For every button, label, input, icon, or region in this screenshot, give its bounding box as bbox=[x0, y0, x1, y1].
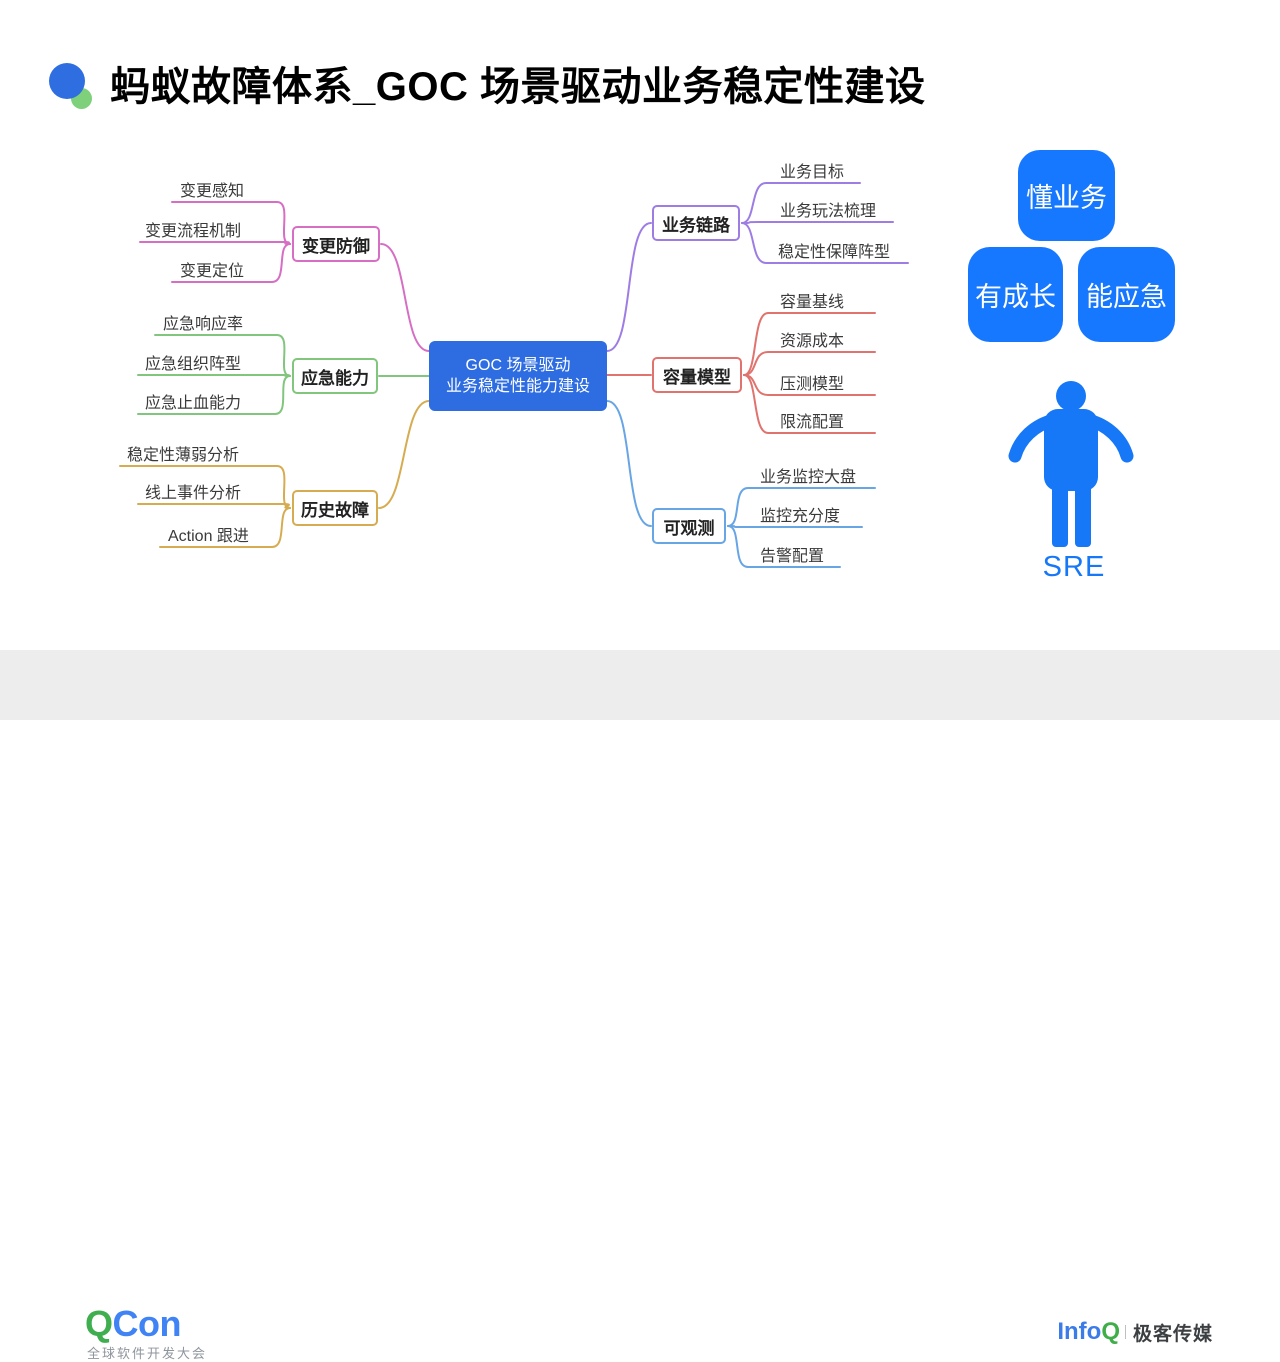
infoq-logo-q: Q bbox=[1101, 1318, 1120, 1345]
mindmap-child-emergency-capability-2: 应急止血能力 bbox=[145, 395, 242, 412]
mindmap-child-business-link-0: 业务目标 bbox=[780, 164, 845, 181]
infoq-media-label: 极客传媒 bbox=[1132, 1323, 1213, 1345]
mindmap-child-historical-faults-0: 稳定性薄弱分析 bbox=[127, 447, 240, 464]
mindmap-child-capacity-model-2: 压测模型 bbox=[780, 376, 845, 393]
mindmap-child-change-defense-1: 变更流程机制 bbox=[145, 223, 242, 240]
qcon-subtitle: 全球软件开发大会 bbox=[87, 1346, 208, 1361]
qcon-logo: QCon bbox=[85, 1303, 182, 1345]
qcon-logo-q: Q bbox=[85, 1303, 113, 1344]
mindmap-branch-emergency-capability: 应急能力 bbox=[292, 358, 378, 394]
mindmap-branch-historical-faults: 历史故障 bbox=[292, 490, 378, 526]
mindmap-child-emergency-capability-0: 应急响应率 bbox=[163, 316, 244, 333]
connector-emergency-capability-1 bbox=[137, 374, 291, 377]
title-bullet-blue-circle-icon bbox=[49, 63, 85, 99]
qcon-logo-con: Con bbox=[112, 1303, 182, 1344]
mindmap-child-capacity-model-1: 资源成本 bbox=[780, 333, 845, 350]
connector-trunk-change-defense bbox=[380, 243, 430, 352]
connector-trunk-business-link bbox=[606, 222, 652, 352]
sre-tag-understand-business: 懂业务 bbox=[1018, 150, 1115, 241]
page-title: 蚂蚁故障体系_GOC 场景驱动业务稳定性建设 bbox=[110, 65, 926, 109]
mindmap-child-change-defense-0: 变更感知 bbox=[180, 183, 245, 200]
mindmap-child-capacity-model-3: 限流配置 bbox=[780, 414, 845, 431]
sre-tag-emergency: 能应急 bbox=[1078, 247, 1175, 342]
mindmap-child-capacity-model-0: 容量基线 bbox=[780, 294, 845, 311]
mindmap-child-business-link-1: 业务玩法梳理 bbox=[780, 203, 877, 220]
connector-business-link-1 bbox=[741, 221, 894, 224]
mindmap-branch-capacity-model: 容量模型 bbox=[652, 357, 742, 393]
mindmap-child-change-defense-2: 变更定位 bbox=[180, 263, 245, 280]
mindmap-branch-change-defense: 变更防御 bbox=[292, 226, 380, 262]
mindmap-child-historical-faults-1: 线上事件分析 bbox=[145, 485, 242, 502]
mindmap-child-observability-0: 业务监控大盘 bbox=[760, 469, 857, 486]
connector-trunk-historical-faults bbox=[378, 400, 430, 509]
root-node-line2: 业务稳定性能力建设 bbox=[445, 377, 590, 395]
sre-label: SRE bbox=[1042, 551, 1106, 583]
infoq-divider bbox=[1124, 1325, 1126, 1339]
sre-tag-growth: 有成长 bbox=[968, 247, 1063, 342]
connector-change-defense-1 bbox=[139, 241, 291, 245]
connector-trunk-observability bbox=[606, 400, 652, 527]
mindmap-child-observability-2: 告警配置 bbox=[760, 548, 825, 565]
root-node-line1: GOC 场景驱动 bbox=[465, 356, 571, 374]
mindmap-branch-business-link: 业务链路 bbox=[652, 205, 740, 241]
person-open-arms-icon bbox=[1008, 381, 1134, 547]
mindmap-root-node: GOC 场景驱动 业务稳定性能力建设 bbox=[429, 341, 607, 411]
mindmap-branch-observability: 可观测 bbox=[652, 508, 726, 544]
connector-observability-1 bbox=[727, 525, 863, 528]
infoq-logo-info: Info bbox=[1057, 1318, 1102, 1345]
mindmap-child-observability-1: 监控充分度 bbox=[760, 508, 841, 525]
mindmap-child-business-link-2: 稳定性保障阵型 bbox=[778, 244, 891, 261]
mindmap-child-emergency-capability-1: 应急组织阵型 bbox=[145, 356, 242, 373]
connector-historical-faults-1 bbox=[137, 503, 291, 509]
mindmap-child-historical-faults-2: Action 跟进 bbox=[168, 528, 249, 545]
